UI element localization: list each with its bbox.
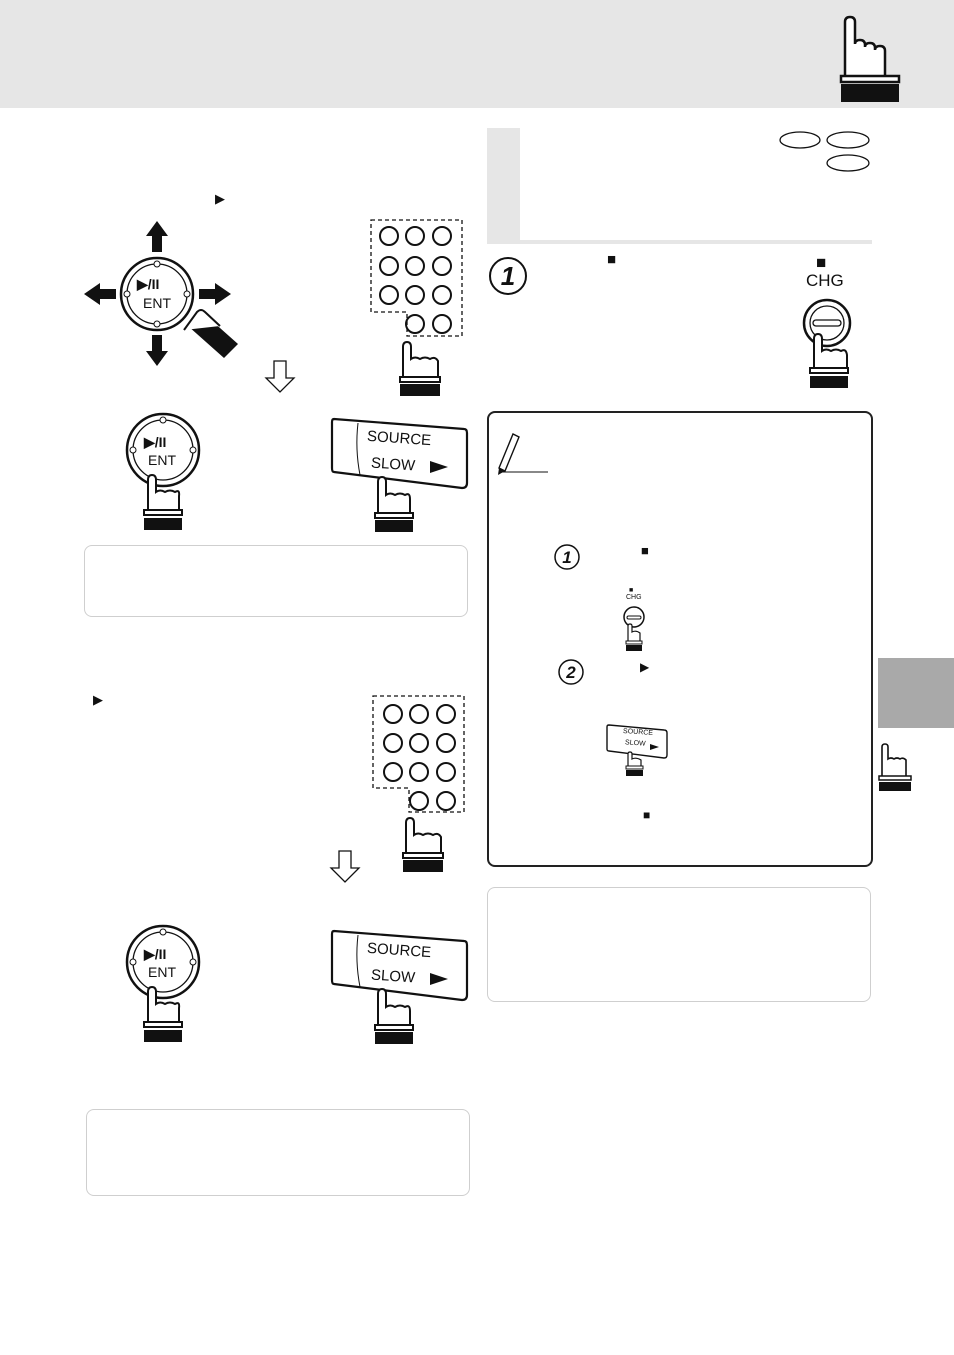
step-number-text: 1: [501, 261, 515, 291]
stop-symbol: ■: [641, 543, 649, 558]
play-pause-label: ▶/II: [144, 946, 167, 962]
play-symbol: ▶: [93, 692, 103, 707]
ent-button-illustration: [125, 412, 201, 530]
chg-button-illustration: [623, 606, 645, 651]
hand-pointer-icon: [878, 743, 912, 791]
chg-label: CHG: [806, 271, 844, 290]
play-pause-label: ▶/II: [144, 434, 167, 450]
section-tab: [878, 658, 954, 728]
step-number-text: 2: [565, 663, 576, 682]
play-pause-label: ▶/II: [137, 276, 160, 292]
down-arrow-icon: [146, 335, 168, 366]
stop-symbol: ■: [629, 587, 634, 594]
right-arrow-icon: [199, 283, 231, 305]
slow-label: SLOW: [370, 454, 416, 475]
next-step-arrow-icon: [264, 360, 296, 393]
slow-label: SLOW: [370, 966, 416, 987]
source-slow-button-illustration: [606, 724, 668, 776]
pencil-icon: [498, 433, 548, 475]
disc-type-ovals: [779, 131, 870, 172]
up-arrow-icon: [146, 221, 168, 252]
chg-button-illustration: [802, 298, 852, 388]
ent-label: ENT: [148, 452, 176, 468]
numeric-keypad-illustration: [372, 695, 465, 872]
source-slow-button-illustration: [330, 417, 469, 532]
chg-label: CHG: [626, 594, 642, 601]
ent-label: ENT: [143, 295, 171, 311]
step-number-badge: 1: [554, 544, 580, 570]
section-header-rule: [487, 240, 872, 244]
joystick-illustration: [84, 221, 238, 366]
stop-symbol: ■: [607, 251, 617, 268]
ent-button-illustration: [125, 924, 201, 1042]
stop-symbol: ■: [643, 808, 651, 822]
slow-label: SLOW: [624, 739, 646, 748]
info-box: [86, 1109, 470, 1196]
step-number-badge: 2: [558, 659, 584, 685]
play-symbol: ▶: [215, 191, 225, 206]
play-symbol: ▶: [640, 660, 650, 674]
step-number-badge: 1: [489, 257, 527, 295]
ent-label: ENT: [148, 964, 176, 980]
numeric-keypad-illustration: [370, 219, 463, 396]
section-header-bar: [487, 128, 520, 242]
header-band: [0, 0, 954, 108]
info-box: [487, 887, 871, 1002]
source-slow-button-illustration: [330, 929, 469, 1044]
hand-pointer-icon: [839, 15, 901, 102]
next-step-arrow-icon: [329, 850, 361, 883]
note-box: [487, 411, 873, 867]
left-arrow-icon: [84, 283, 116, 305]
info-box: [84, 545, 468, 617]
stop-symbol: ■: [816, 253, 827, 272]
step-number-text: 1: [562, 548, 571, 567]
